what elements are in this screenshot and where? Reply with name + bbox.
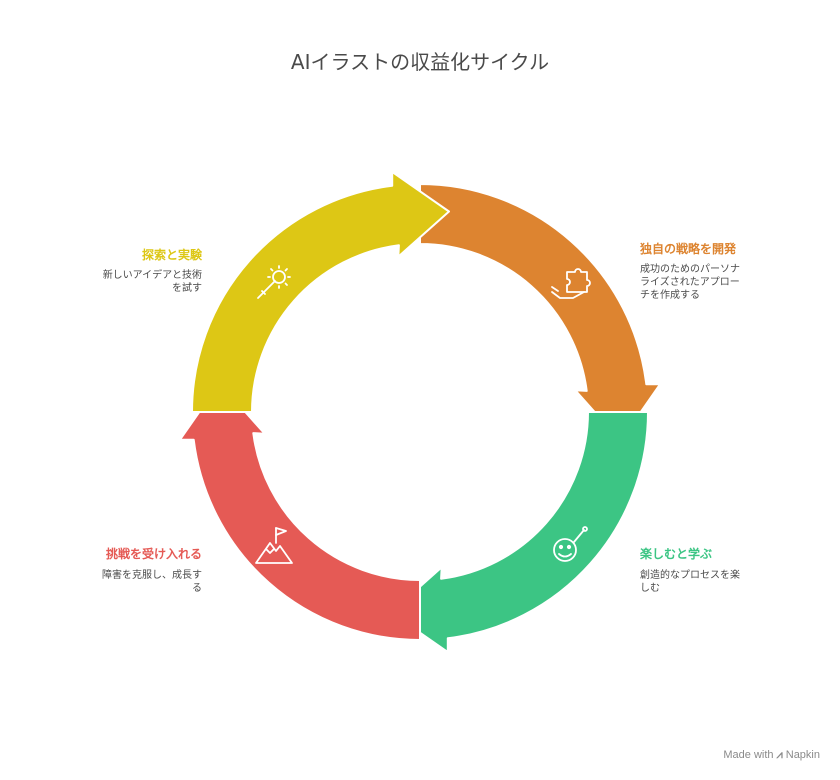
arrow-segment-orange bbox=[419, 183, 662, 442]
arrow-segment-red bbox=[178, 382, 421, 641]
step-label-enjoy-learn: 楽しむと学ぶ bbox=[640, 547, 713, 561]
napkin-logo-icon: ⩘ bbox=[776, 749, 783, 761]
desc-line: る bbox=[192, 583, 202, 594]
desc-line: チを作成する bbox=[640, 290, 700, 301]
page-title: AIイラストの収益化サイクル bbox=[290, 50, 550, 74]
arrow-segment-green bbox=[390, 411, 649, 654]
smiley-palette-icon bbox=[553, 526, 588, 562]
step-desc-embrace-challenge: 障害を克服し、成長す る bbox=[102, 569, 202, 595]
desc-line: を試す bbox=[172, 283, 202, 294]
footer-prefix: Made with bbox=[723, 749, 774, 761]
desc-line: ライズされたアプロー bbox=[640, 277, 740, 288]
footer-brand: Napkin bbox=[785, 749, 820, 761]
mountain-flag-icon bbox=[255, 527, 293, 564]
magic-wand-icon bbox=[257, 265, 291, 299]
step-label-embrace-challenge: 挑戦を受け入れる bbox=[105, 547, 202, 561]
desc-line: しむ bbox=[640, 583, 660, 594]
step-desc-explore-experiment: 新しいアイデアと技術 を試す bbox=[103, 269, 202, 295]
puzzle-hand-icon bbox=[551, 268, 591, 299]
step-desc-develop-strategy: 成功のためのパーソナ ライズされたアプロー チを作成する bbox=[640, 263, 740, 302]
desc-line: 新しいアイデアと技術 bbox=[102, 270, 202, 281]
arrow-segment-yellow bbox=[191, 170, 450, 413]
napkin-footer[interactable]: Made with⩘Napkin bbox=[723, 749, 820, 762]
desc-line: 障害を克服し、成長す bbox=[102, 570, 202, 581]
step-label-explore-experiment: 探索と実験 bbox=[141, 248, 202, 262]
step-label-develop-strategy: 独自の戦略を開発 bbox=[640, 242, 737, 256]
desc-line: 成功のためのパーソナ bbox=[640, 264, 740, 275]
step-desc-enjoy-learn: 創造的なプロセスを楽 しむ bbox=[640, 569, 740, 595]
desc-line: 創造的なプロセスを楽 bbox=[640, 570, 740, 581]
